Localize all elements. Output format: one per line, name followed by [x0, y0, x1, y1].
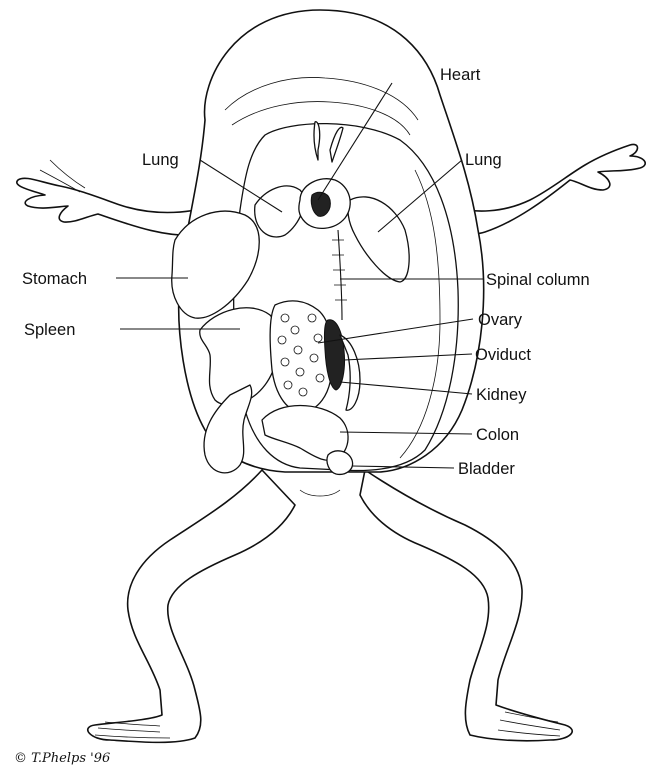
label-lung-right: Lung — [465, 151, 502, 169]
label-spleen: Spleen — [24, 321, 75, 339]
label-spinal-column: Spinal column — [486, 271, 590, 289]
left-arm — [17, 160, 215, 235]
left-hind-leg — [88, 470, 295, 742]
label-oviduct: Oviduct — [475, 346, 531, 364]
right-hind-leg — [360, 470, 572, 741]
label-lung-left: Lung — [142, 151, 179, 169]
label-colon: Colon — [476, 426, 519, 444]
label-bladder: Bladder — [458, 460, 515, 478]
label-stomach: Stomach — [22, 270, 87, 288]
label-ovary: Ovary — [478, 311, 523, 329]
bladder-shape — [327, 451, 353, 475]
artist-signature: © T.Phelps '96 — [14, 751, 110, 766]
label-heart: Heart — [440, 66, 481, 84]
label-kidney: Kidney — [476, 386, 527, 404]
